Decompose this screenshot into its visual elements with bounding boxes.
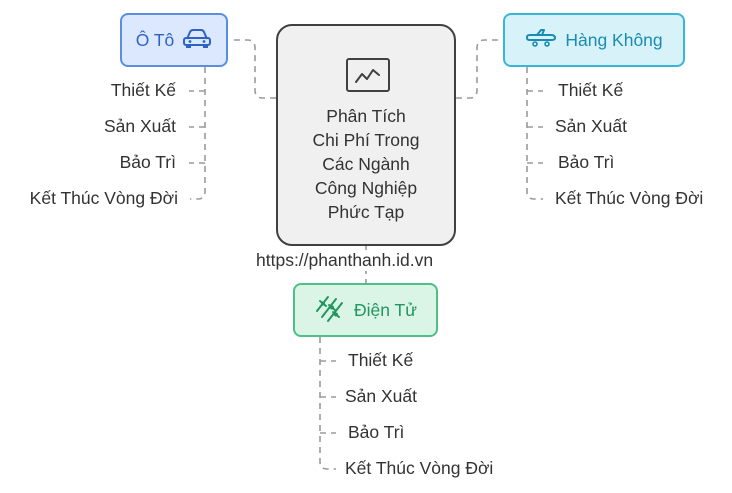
central-title-line: Các Ngành [322, 154, 410, 174]
dt-item-maintenance: Bảo Trì [348, 422, 405, 442]
category-oto-label: Ô Tô [135, 29, 175, 50]
oto-item-design: Thiết Kế [110, 80, 176, 100]
dt-item-design: Thiết Kế [348, 350, 414, 370]
category-hang-khong-label: Hàng Không [565, 29, 663, 50]
dt-item-production: Sản Xuất [345, 386, 417, 406]
hk-item-design: Thiết Kế [558, 80, 624, 100]
central-title-line: Phân Tích [326, 106, 406, 126]
category-oto: Ô Tô [120, 13, 228, 67]
dt-item-end-of-life: Kết Thúc Vòng Đời [345, 458, 494, 478]
hk-item-end-of-life: Kết Thúc Vòng Đời [555, 188, 704, 208]
central-node: Phân Tích Chi Phí Trong Các Ngành Công N… [276, 24, 456, 246]
car-icon [182, 27, 212, 54]
central-title: Phân Tích Chi Phí Trong Các Ngành Công N… [278, 104, 454, 224]
oto-item-maintenance: Bảo Trì [119, 152, 176, 172]
oto-item-end-of-life: Kết Thúc Vòng Đời [29, 188, 178, 208]
category-hang-khong: Hàng Không [503, 13, 685, 67]
category-dien-tu: Điện Tử [293, 283, 438, 337]
oto-item-production: Sản Xuất [104, 116, 176, 136]
central-title-line: Phức Tạp [327, 202, 405, 222]
central-title-line: Công Nghiệp [314, 178, 418, 198]
circuit-icon [314, 293, 346, 328]
category-dien-tu-label: Điện Tử [354, 299, 417, 320]
source-url: https://phanthanh.id.vn [254, 250, 436, 271]
central-title-line: Chi Phí Trong [312, 130, 420, 150]
airplane-icon [525, 28, 557, 53]
hk-item-maintenance: Bảo Trì [558, 152, 615, 172]
chart-line-icon [346, 58, 390, 92]
hk-item-production: Sản Xuất [555, 116, 627, 136]
